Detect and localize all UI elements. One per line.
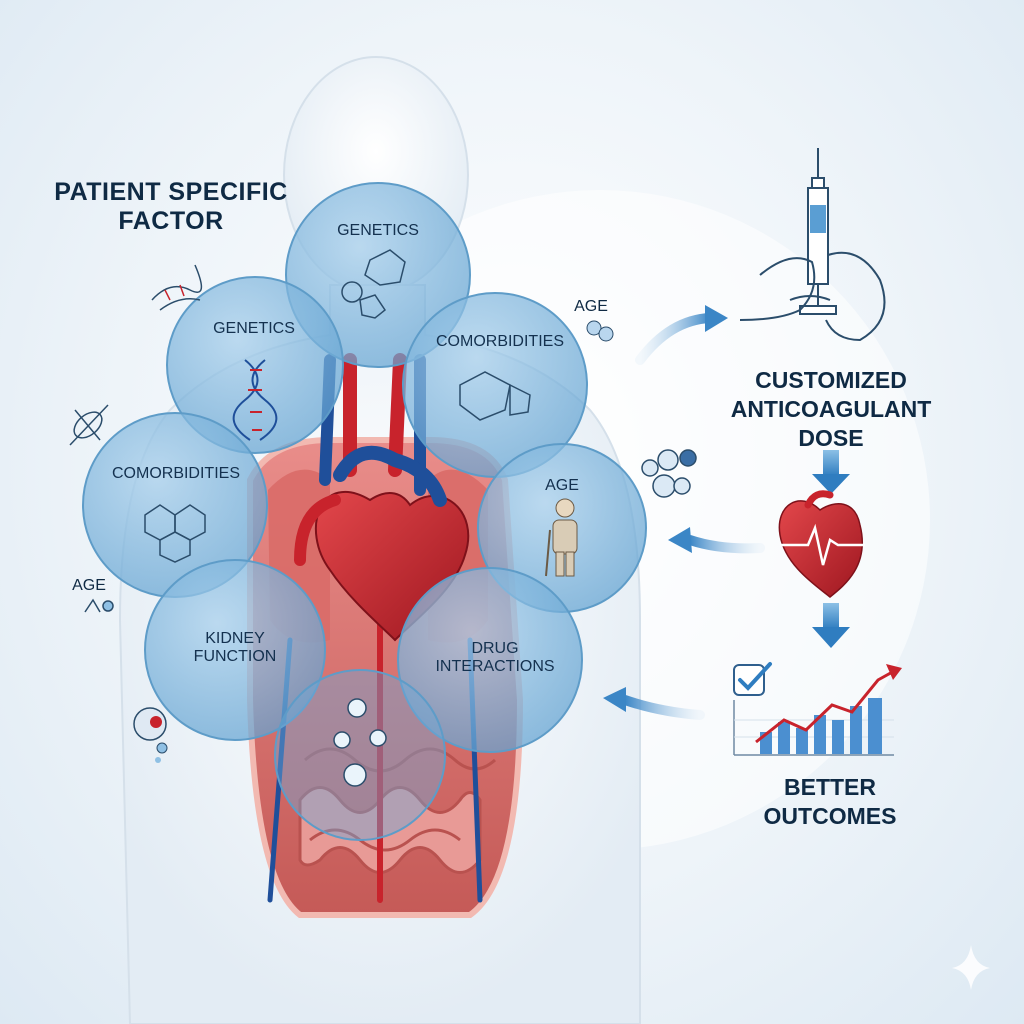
molecule-icon (144, 504, 206, 563)
molecule-icon (641, 449, 697, 498)
bubble-label-comorbidities-left: COMORBIDITIES (111, 465, 240, 482)
factor-bubbles (82, 182, 647, 841)
molecule-icon (586, 320, 614, 342)
flow-step-dose: CUSTOMIZED ANTICOAGULANT DOSE (730, 367, 932, 451)
bubble-label-drug: DRUG INTERACTIONS (435, 640, 555, 676)
dna-icon (232, 359, 278, 441)
bubble-genetics-left (166, 276, 344, 454)
side-label-age-top-right: AGE (574, 298, 608, 315)
bubble-digestive (274, 669, 446, 841)
bubble-label-age-right: AGE (545, 477, 579, 494)
bubble-label-comorbidities-right: COMORBIDITIES (435, 333, 564, 350)
bubble-label-genetics-top: GENETICS (337, 222, 419, 239)
bubble-drug (397, 567, 583, 753)
cell-icon (133, 707, 168, 763)
syringe-icon (739, 148, 886, 342)
flow-step-outcomes: BETTER OUTCOMES (763, 774, 897, 829)
molecule-icon (341, 249, 406, 319)
chart-check-icon (733, 662, 902, 756)
side-label-age-left: AGE (72, 577, 106, 594)
dna-icon (151, 264, 203, 311)
bubble-label-kidney: KIDNEY FUNCTION (193, 630, 277, 666)
bubble-label-genetics-left: GENETICS (213, 320, 295, 337)
virus-icon (69, 404, 109, 446)
elderly-person-icon (545, 498, 578, 577)
pill-icon (333, 698, 387, 787)
molecule-icon (84, 598, 114, 613)
sparkle-icon (952, 945, 990, 990)
molecule-icon (459, 371, 531, 421)
heart-ecg-icon (778, 490, 865, 598)
bubble-kidney (144, 559, 326, 741)
flow-arrows (603, 305, 850, 720)
diagram-title: PATIENT SPECIFIC FACTOR (54, 178, 288, 235)
